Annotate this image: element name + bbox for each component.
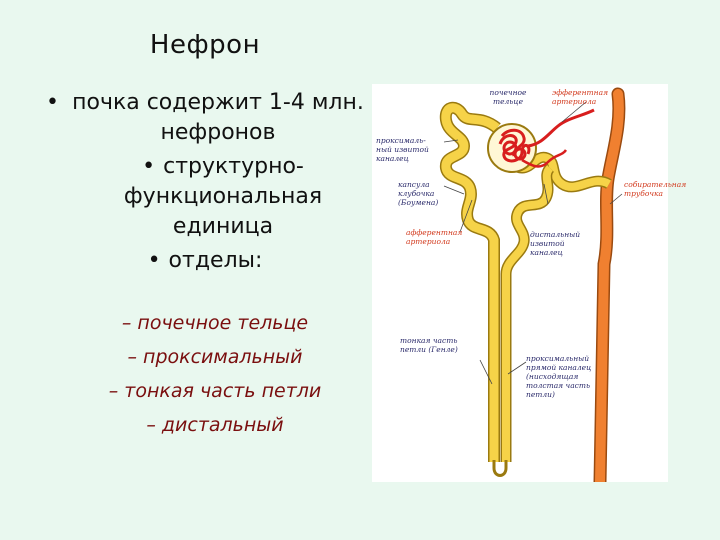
section-item: – дистальный <box>146 414 284 436</box>
bullet-dot: • <box>142 154 156 179</box>
efferent-arteriole <box>527 108 595 148</box>
bullet-text: отделы: <box>168 248 263 273</box>
bullet-text: структурно-функциональная единица <box>123 154 323 239</box>
slide-title: Нефрон <box>149 30 261 60</box>
label-capsule: капсула клубочка (Боумена) <box>398 180 439 207</box>
proximal-tubule <box>441 103 500 462</box>
ascending-limb-outline <box>500 164 555 462</box>
label-proximal-convoluted: проксималь-ный извитой каналец <box>376 136 429 163</box>
section-item: – тонкая часть петли <box>108 380 322 402</box>
nephron-diagram: почечное тельце эфферентная артериола пр… <box>372 84 687 482</box>
nephron-drawing <box>439 87 626 482</box>
ascending-limb <box>502 165 554 462</box>
bullet-item: • почка содержит 1-4 млн. нефронов <box>40 88 370 148</box>
label-collecting-duct: собирательная трубочка <box>624 180 687 198</box>
label-afferent-arteriole: афферентная артериола <box>406 228 463 246</box>
bullet-dot: • <box>147 248 161 273</box>
label-renal-corpuscle: почечное тельце <box>489 88 527 106</box>
label-thin-loop: тонкая часть петли (Генле) <box>400 336 458 354</box>
bullet-dot: • <box>46 90 59 115</box>
label-efferent-arteriole: эфферентная артериола <box>552 88 609 106</box>
label-distal-convoluted: дистальный извитой каналец <box>530 230 581 257</box>
glomerulus <box>498 128 531 163</box>
loop-bottom <box>492 460 508 477</box>
afferent-arteriole <box>521 149 568 168</box>
section-list: – почечное тельце – проксимальный – тонк… <box>60 306 370 442</box>
leader-lines <box>443 101 623 385</box>
bullet-list: • почка содержит 1-4 млн. нефронов •стру… <box>40 88 370 276</box>
section-item: – проксимальный <box>127 346 303 368</box>
loop-inner <box>496 462 504 474</box>
label-proximal-straight: проксимальный прямой каналец (нисходящая… <box>526 354 592 399</box>
bullet-text: почка содержит 1-4 млн. нефронов <box>72 90 364 145</box>
bullet-item: •структурно-функциональная единица <box>40 152 370 242</box>
bullet-item: • отделы: <box>40 246 370 276</box>
section-item: – почечное тельце <box>121 312 309 334</box>
